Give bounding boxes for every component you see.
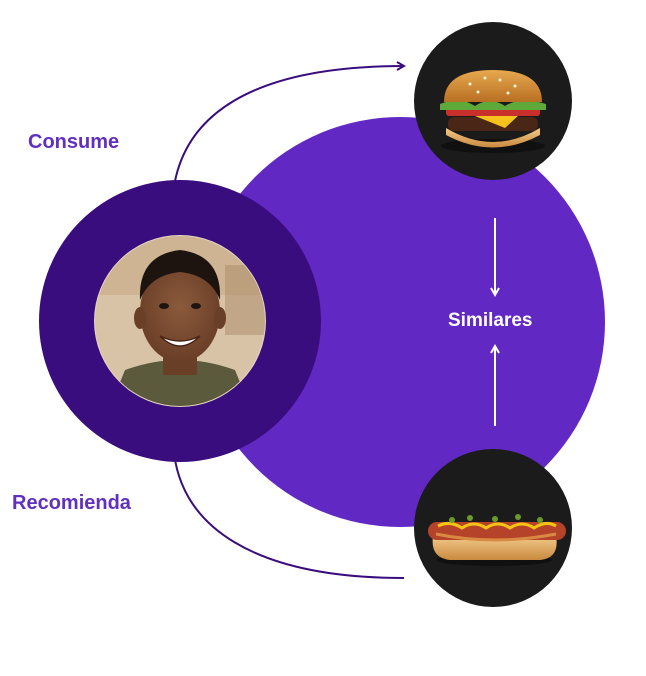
hotdog-node [414, 449, 572, 607]
user-photo [94, 235, 266, 407]
similar-label: Similares [448, 310, 533, 331]
burger-node [414, 22, 572, 180]
recommend-label: Recomienda [12, 492, 131, 514]
similarity-circle [195, 117, 605, 527]
recommend-arrow [173, 436, 405, 579]
consume-arrow [171, 66, 404, 213]
consume-label: Consume [28, 131, 120, 153]
